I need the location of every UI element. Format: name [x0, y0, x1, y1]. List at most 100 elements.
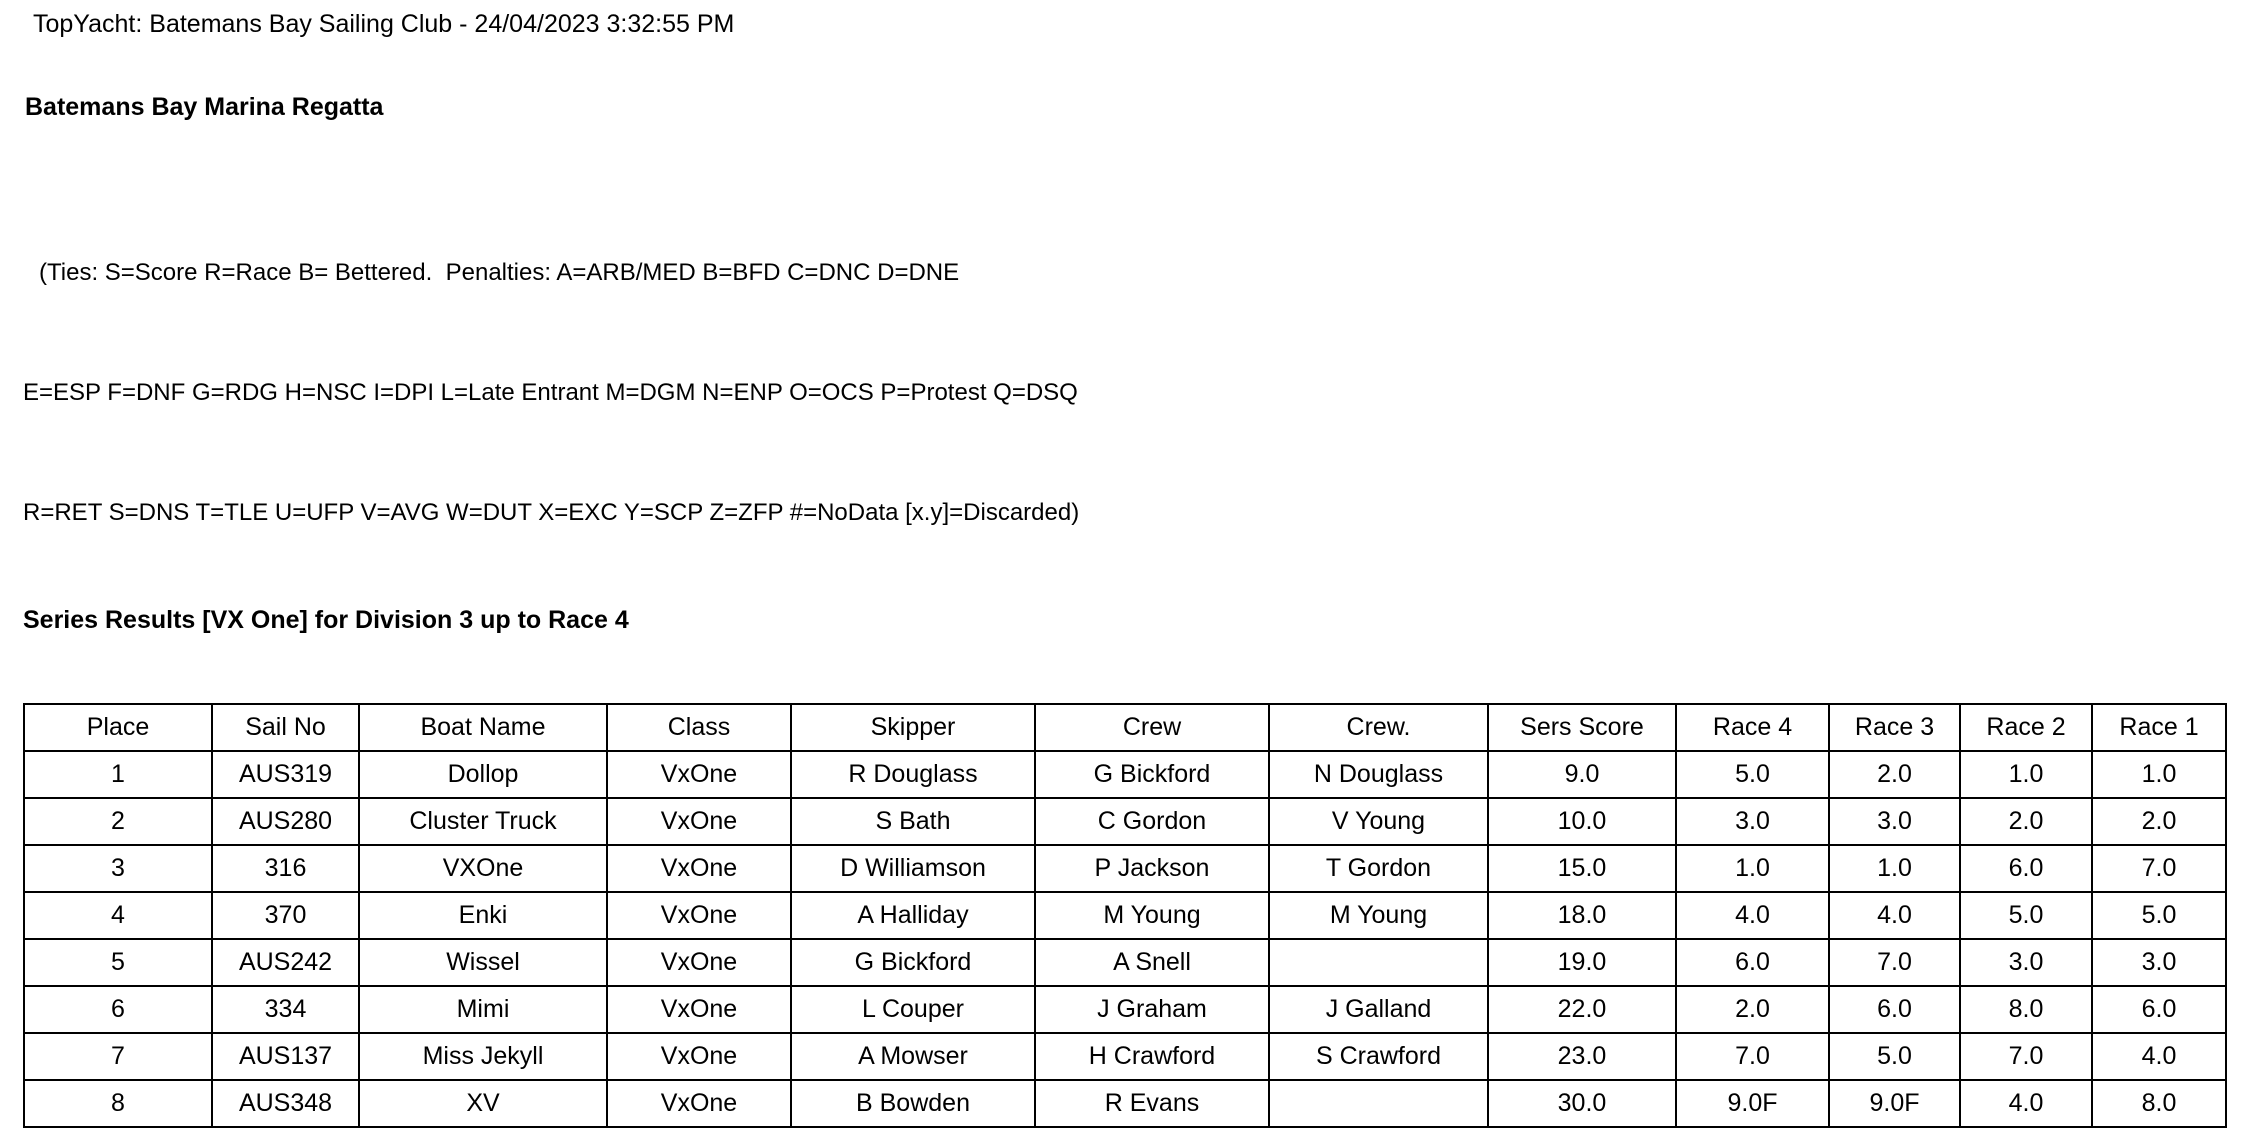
- table-cell: VxOne: [606, 797, 792, 846]
- table-cell: 5.0: [1959, 891, 2093, 940]
- table-cell: V Young: [1268, 797, 1489, 846]
- table-cell: 15.0: [1487, 844, 1677, 893]
- table-cell: B Bowden: [790, 1079, 1036, 1128]
- table-cell: R Evans: [1034, 1079, 1270, 1128]
- table-cell: T Gordon: [1268, 844, 1489, 893]
- table-cell: 6.0: [1959, 844, 2093, 893]
- table-cell: 8.0: [2091, 1079, 2227, 1128]
- table-cell: 30.0: [1487, 1079, 1677, 1128]
- scoring-legend: (Ties: S=Score R=Race B= Bettered. Penal…: [23, 173, 2264, 573]
- table-cell: 4.0: [1959, 1079, 2093, 1128]
- table-cell: Mimi: [358, 985, 608, 1034]
- column-header-race-3: Race 3: [1828, 703, 1961, 752]
- table-cell: 2: [23, 797, 213, 846]
- table-cell: J Galland: [1268, 985, 1489, 1034]
- table-cell: J Graham: [1034, 985, 1270, 1034]
- column-header-sers-score: Sers Score: [1487, 703, 1677, 752]
- column-header-class: Class: [606, 703, 792, 752]
- table-cell: 7.0: [1959, 1032, 2093, 1081]
- column-header-crew: Crew.: [1268, 703, 1489, 752]
- legend-line-1: (Ties: S=Score R=Race B= Bettered. Penal…: [39, 259, 960, 286]
- table-cell: 7.0: [2091, 844, 2227, 893]
- table-cell: 2.0: [1828, 750, 1961, 799]
- column-header-race-1: Race 1: [2091, 703, 2227, 752]
- column-header-skipper: Skipper: [790, 703, 1036, 752]
- legend-line-2: E=ESP F=DNF G=RDG H=NSC I=DPI L=Late Ent…: [23, 379, 1078, 406]
- table-cell: 1.0: [1959, 750, 2093, 799]
- table-cell: A Halliday: [790, 891, 1036, 940]
- table-cell: AUS348: [211, 1079, 360, 1128]
- table-cell: C Gordon: [1034, 797, 1270, 846]
- table-cell: 3: [23, 844, 213, 893]
- table-cell: VxOne: [606, 891, 792, 940]
- table-cell: AUS242: [211, 938, 360, 987]
- table-cell: 1.0: [1828, 844, 1961, 893]
- table-cell: D Williamson: [790, 844, 1036, 893]
- table-cell: Wissel: [358, 938, 608, 987]
- table-cell: A Snell: [1034, 938, 1270, 987]
- table-cell: 18.0: [1487, 891, 1677, 940]
- table-cell: 5: [23, 938, 213, 987]
- table-cell: 5.0: [1828, 1032, 1961, 1081]
- table-cell: 1.0: [2091, 750, 2227, 799]
- table-cell: 334: [211, 985, 360, 1034]
- column-header-place: Place: [23, 703, 213, 752]
- table-cell: M Young: [1034, 891, 1270, 940]
- table-cell: AUS319: [211, 750, 360, 799]
- table-cell: 3.0: [1675, 797, 1830, 846]
- table-cell: VXOne: [358, 844, 608, 893]
- table-cell: S Crawford: [1268, 1032, 1489, 1081]
- table-cell: 6.0: [1675, 938, 1830, 987]
- column-header-crew: Crew: [1034, 703, 1270, 752]
- table-cell: 5.0: [1675, 750, 1830, 799]
- table-cell: Miss Jekyll: [358, 1032, 608, 1081]
- table-cell: VxOne: [606, 750, 792, 799]
- table-cell: 2.0: [1959, 797, 2093, 846]
- table-cell: [1268, 1079, 1489, 1128]
- table-cell: R Douglass: [790, 750, 1036, 799]
- table-cell: AUS137: [211, 1032, 360, 1081]
- table-cell: Cluster Truck: [358, 797, 608, 846]
- table-cell: 19.0: [1487, 938, 1677, 987]
- table-cell: M Young: [1268, 891, 1489, 940]
- table-cell: 3.0: [1828, 797, 1961, 846]
- table-cell: 22.0: [1487, 985, 1677, 1034]
- table-cell: 4.0: [2091, 1032, 2227, 1081]
- table-cell: [1268, 938, 1489, 987]
- table-cell: VxOne: [606, 1032, 792, 1081]
- table-cell: 9.0F: [1675, 1079, 1830, 1128]
- column-header-boat-name: Boat Name: [358, 703, 608, 752]
- table-cell: H Crawford: [1034, 1032, 1270, 1081]
- table-cell: 8: [23, 1079, 213, 1128]
- table-cell: 370: [211, 891, 360, 940]
- table-cell: A Mowser: [790, 1032, 1036, 1081]
- table-cell: G Bickford: [1034, 750, 1270, 799]
- table-cell: 10.0: [1487, 797, 1677, 846]
- table-cell: XV: [358, 1079, 608, 1128]
- table-cell: VxOne: [606, 844, 792, 893]
- column-header-sail-no: Sail No: [211, 703, 360, 752]
- table-cell: 6.0: [1828, 985, 1961, 1034]
- table-cell: 7.0: [1828, 938, 1961, 987]
- table-cell: 9.0: [1487, 750, 1677, 799]
- table-cell: S Bath: [790, 797, 1036, 846]
- legend-line-3: R=RET S=DNS T=TLE U=UFP V=AVG W=DUT X=EX…: [23, 499, 1080, 526]
- table-cell: VxOne: [606, 985, 792, 1034]
- table-cell: 4.0: [1828, 891, 1961, 940]
- page-title: TopYacht: Batemans Bay Sailing Club - 24…: [33, 10, 735, 38]
- table-cell: L Couper: [790, 985, 1036, 1034]
- table-cell: 316: [211, 844, 360, 893]
- table-cell: 7: [23, 1032, 213, 1081]
- table-cell: VxOne: [606, 938, 792, 987]
- table-cell: 1: [23, 750, 213, 799]
- table-cell: 2.0: [1675, 985, 1830, 1034]
- column-header-race-2: Race 2: [1959, 703, 2093, 752]
- table-cell: 6: [23, 985, 213, 1034]
